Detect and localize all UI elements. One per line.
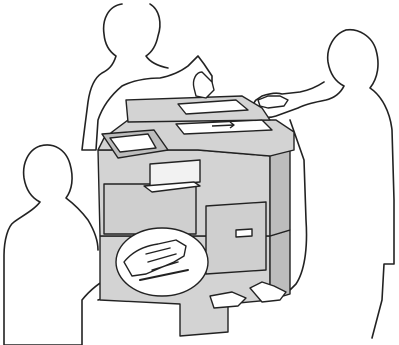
grip-detail-callout [116, 228, 208, 296]
hand-top-right [258, 96, 288, 108]
side-door [206, 202, 266, 274]
printer-main-side [270, 150, 290, 236]
printer-front-panel [104, 184, 196, 234]
side-door-handle [236, 229, 252, 237]
